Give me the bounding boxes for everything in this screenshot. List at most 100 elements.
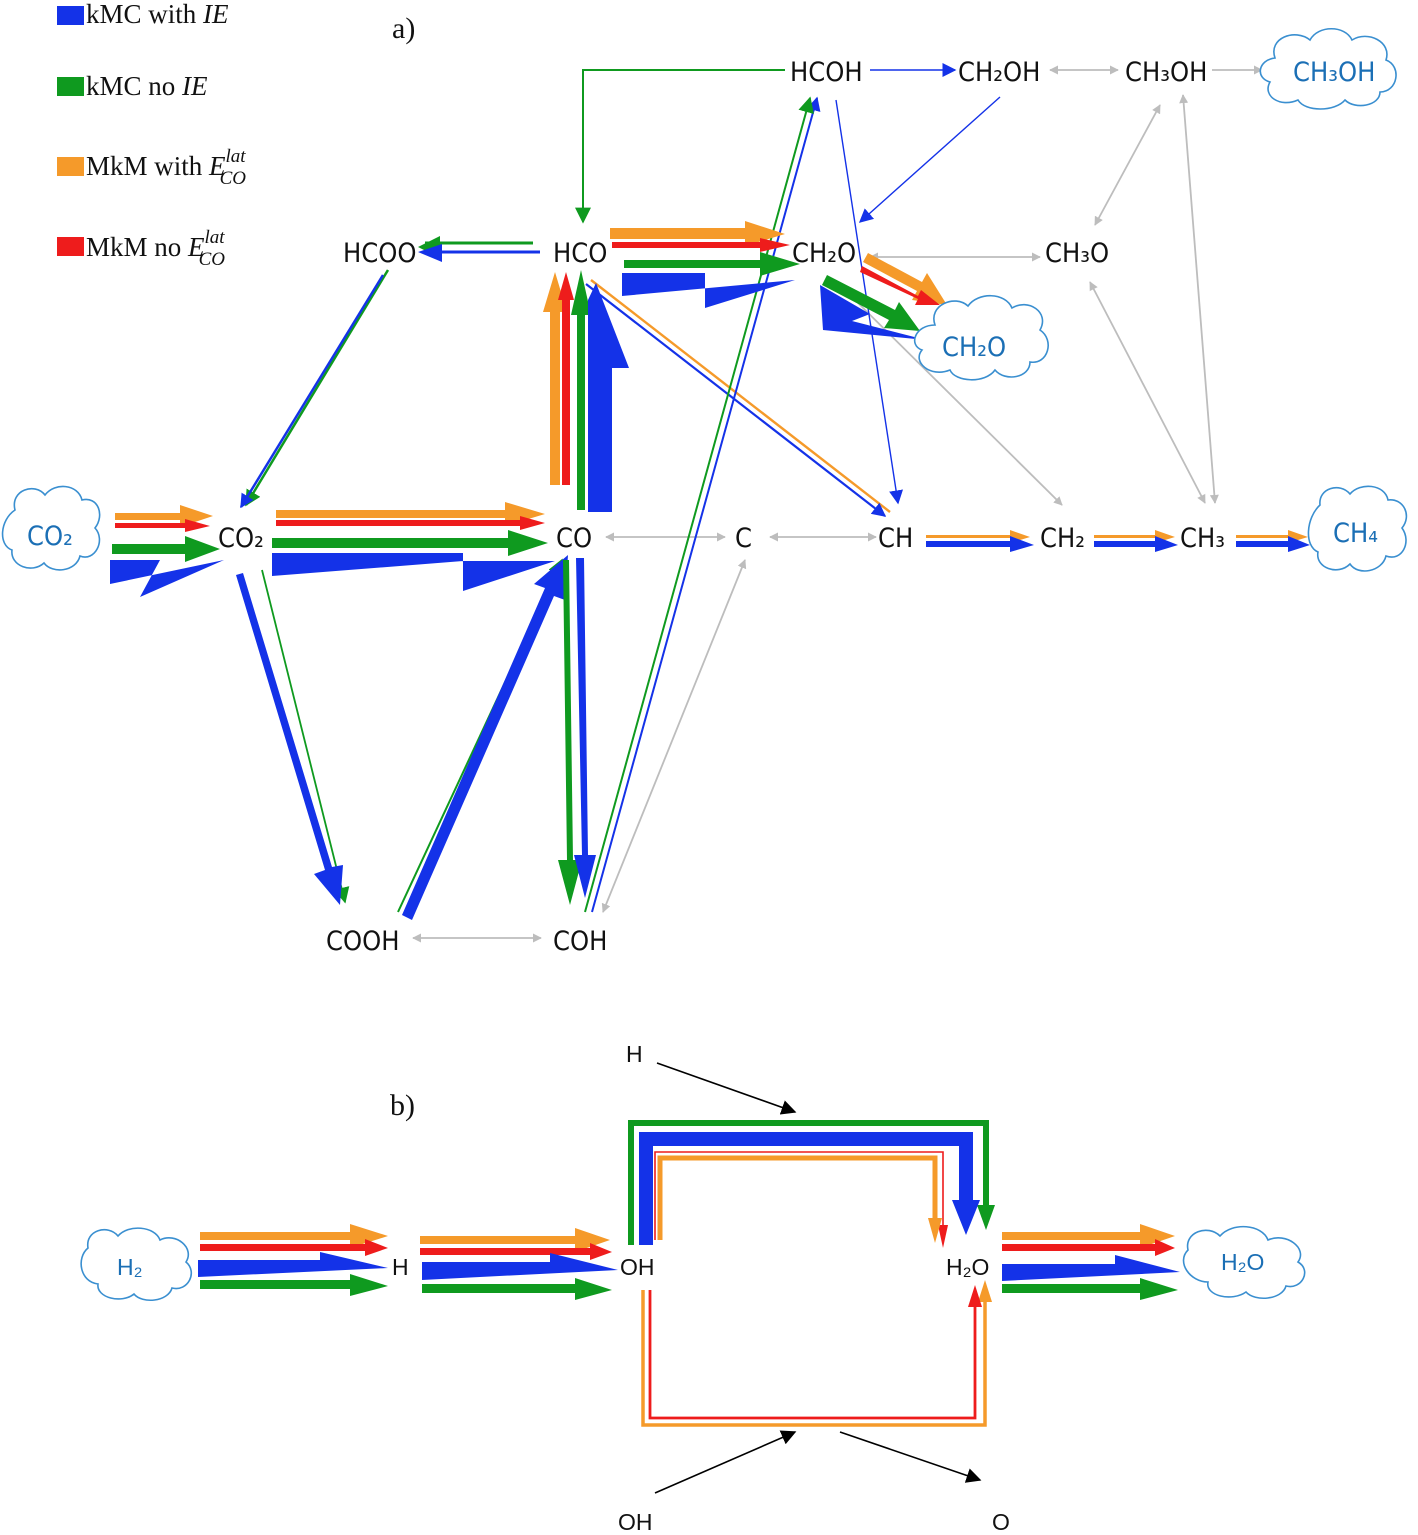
- cloud-ch4-gas: CH₄: [1307, 485, 1408, 572]
- legend-label: MkM no: [86, 232, 188, 262]
- loop-upper-red: [654, 1151, 944, 1240]
- loop-upper-green: [628, 1120, 989, 1245]
- arrow-coh-hcoh-blue: [591, 96, 821, 913]
- arrow-co2-co-orange: [276, 502, 545, 526]
- arrow-co-coh-blue: [574, 558, 596, 898]
- legend-italic: IE: [181, 71, 208, 101]
- arrow-hco-ch-orange: [590, 279, 891, 513]
- legend-swatch-green: [57, 77, 84, 96]
- arrow-co2-co-green: [272, 530, 548, 556]
- loop-lower-red-head: [968, 1285, 982, 1307]
- arrow-ch2oh-ch2o-blue: [858, 96, 1001, 223]
- species-hcoh: HCOH: [790, 57, 863, 88]
- species-ch2oh: CH₂OH: [958, 57, 1040, 88]
- inactive-arrows: [412, 65, 1263, 943]
- arrow-coh-c: [601, 559, 747, 913]
- arrowhead-hcoo-blue: [418, 244, 442, 262]
- cloud-label: CO₂: [27, 521, 73, 552]
- cloud-label: H₂: [117, 1254, 143, 1280]
- species-h: H: [392, 1254, 409, 1280]
- legend-italic: E: [187, 232, 205, 262]
- arrow-ch2o-gas-orange: [863, 253, 947, 305]
- legend-swatch-blue: [57, 6, 84, 25]
- cloud-h2-gas: H₂: [80, 1227, 192, 1301]
- flow-arrows: [110, 221, 1310, 920]
- arrow-hco-ch2o-blue: [622, 273, 795, 308]
- arrow-ch2o-ch2: [844, 289, 1063, 506]
- arrow-co2-co-blue: [272, 553, 555, 591]
- cloud-label: CH₃OH: [1293, 57, 1375, 88]
- legend-item-kmc-with-ie: kMC with IE: [57, 0, 229, 29]
- arrow-h-oh-orange: [420, 1228, 610, 1252]
- arrow-h2-h-blue: [198, 1252, 388, 1277]
- cloud-co2-gas: CO₂: [1, 485, 101, 571]
- species-co: CO: [556, 523, 592, 554]
- species-oh-bottom: OH: [618, 1509, 653, 1535]
- species-hco: HCO: [553, 238, 607, 269]
- arrow-ch3-ch4-blue: [1236, 536, 1310, 552]
- legend-swatch-orange: [57, 157, 84, 176]
- species-ch3o: CH₃O: [1045, 238, 1109, 269]
- arrow-hcoo-co2-blue: [239, 274, 385, 509]
- arrow-ch2o-gas-red: [860, 266, 940, 305]
- species-ch: CH: [878, 523, 913, 554]
- arrow-ch2-ch3-blue: [1094, 536, 1178, 552]
- loop-upper-orange-head: [928, 1218, 942, 1243]
- cloud-ch3oh-gas: CH₃OH: [1259, 27, 1397, 110]
- arrow-co-hco-orange: [543, 272, 567, 485]
- legend-italic: E: [208, 151, 226, 181]
- species-o: O: [992, 1509, 1010, 1535]
- arrow-h-to-loop: [656, 1062, 797, 1115]
- arrow-h2-h-red: [200, 1239, 388, 1256]
- loop-upper-blue: [639, 1132, 973, 1245]
- arrow-co-coh-green: [558, 560, 582, 905]
- cloud-h2o-gas: H₂O: [1182, 1225, 1306, 1299]
- species-cooh: COOH: [326, 926, 399, 957]
- arrow-hco-ch2o-orange: [610, 221, 785, 246]
- arrow-hcoo-co2-green: [244, 269, 390, 507]
- arrow-loop-to-o: [839, 1431, 982, 1483]
- species-ch3: CH₃: [1180, 523, 1225, 554]
- arrow-co-hco-red: [558, 272, 574, 485]
- species-ch2o: CH₂O: [792, 238, 856, 269]
- species-oh: OH: [620, 1254, 655, 1280]
- arrow-ch-ch2-blue: [926, 536, 1034, 552]
- arrow-h2-h-green: [200, 1274, 388, 1296]
- arrow-co2gas-co2-blue: [110, 560, 224, 597]
- legend-italic: IE: [202, 0, 229, 29]
- legend-sup: lat: [226, 146, 247, 167]
- arrow-ch2o-gas-blue: [820, 285, 926, 340]
- arrow-ch3oh-ch3o: [1094, 104, 1161, 226]
- legend-label: kMC with: [86, 0, 203, 29]
- gas-clouds-a: CH₃OH CH₂O CO₂ CH₄: [1, 27, 1408, 572]
- thin-arrows: [239, 63, 1001, 913]
- arrow-ch2o-gas-green: [822, 275, 920, 331]
- arrow-coh-hcoh-green: [584, 96, 814, 913]
- arrow-cooh-co-blue: [402, 555, 568, 920]
- species-labels-b: H H OH H₂O OH O: [392, 1041, 1010, 1535]
- arrow-h2o-gas-blue: [1002, 1255, 1180, 1281]
- arrow-h2o-gas-orange: [1002, 1224, 1175, 1248]
- arrow-h2o-gas-red: [1002, 1239, 1175, 1256]
- arrow-co2gas-co2-green: [112, 536, 220, 562]
- loop-upper-red-head: [938, 1225, 948, 1248]
- arrow-hcoh-hco-green: [575, 69, 785, 224]
- legend-swatch-red: [57, 237, 84, 256]
- panel-label-a: a): [392, 12, 415, 45]
- arrow-oh-to-loop: [654, 1430, 797, 1494]
- arrow-hco-ch2o-green: [624, 252, 800, 276]
- gas-clouds-b: H₂ H₂O: [80, 1225, 1306, 1301]
- loop-lower-orange: [641, 1290, 987, 1427]
- arrow-h-oh-green: [422, 1278, 612, 1300]
- arrow-co2-cooh-blue: [236, 573, 343, 905]
- species-ch3oh: CH₃OH: [1125, 57, 1207, 88]
- cloud-label: CH₄: [1333, 518, 1378, 549]
- legend-sup: lat: [205, 227, 226, 248]
- loop-lower-orange-head: [978, 1280, 992, 1302]
